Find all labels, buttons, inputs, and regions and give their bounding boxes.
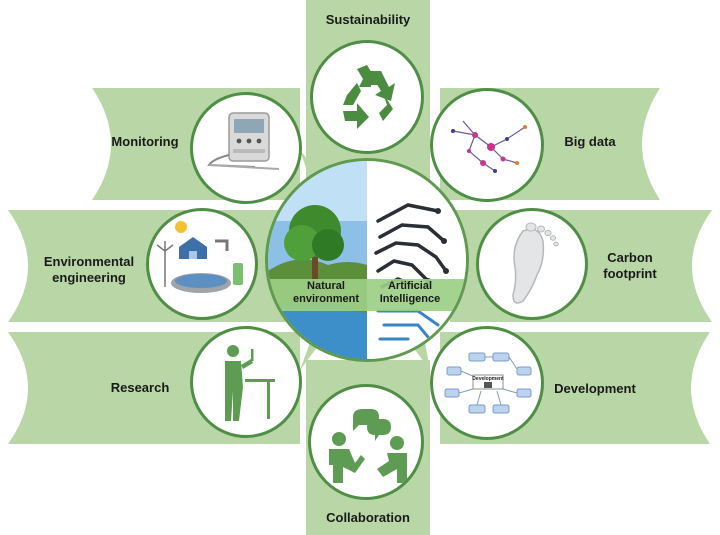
center-circle: Natural environment Artificial Intellige… — [265, 158, 469, 362]
network-graph-icon — [451, 120, 527, 173]
circle-research — [190, 326, 302, 438]
label-sustainability: Sustainability — [325, 12, 411, 27]
circle-carbon — [476, 208, 588, 320]
label-development: Development — [554, 381, 636, 396]
center-left-label: Natural environment — [292, 280, 359, 305]
center-split-illustration — [268, 161, 466, 359]
circle-env-engineering — [146, 208, 258, 320]
footprint-icon — [512, 222, 559, 304]
circle-collaboration — [308, 384, 424, 500]
label-big-data: Big data — [564, 134, 616, 149]
circle-sustainability — [310, 40, 424, 154]
dev-mini-node-label: Development — [472, 376, 504, 382]
recycle-icon — [343, 65, 395, 129]
label-carbon: Carbon footprint — [603, 250, 657, 281]
center-right-label: Artificial Intelligence — [379, 280, 441, 305]
label-monitoring: Monitoring — [111, 134, 179, 149]
label-env-engineering: Environmental engineering — [43, 254, 135, 285]
collaboration-people-icon — [329, 409, 407, 483]
flowchart-icon: Development — [444, 352, 532, 414]
thermometer-device-icon — [207, 112, 280, 170]
label-research: Research — [110, 380, 170, 395]
house-turbine-plant-icon — [156, 221, 243, 293]
researcher-icon — [225, 345, 275, 421]
label-collaboration: Collaboration — [326, 510, 410, 525]
